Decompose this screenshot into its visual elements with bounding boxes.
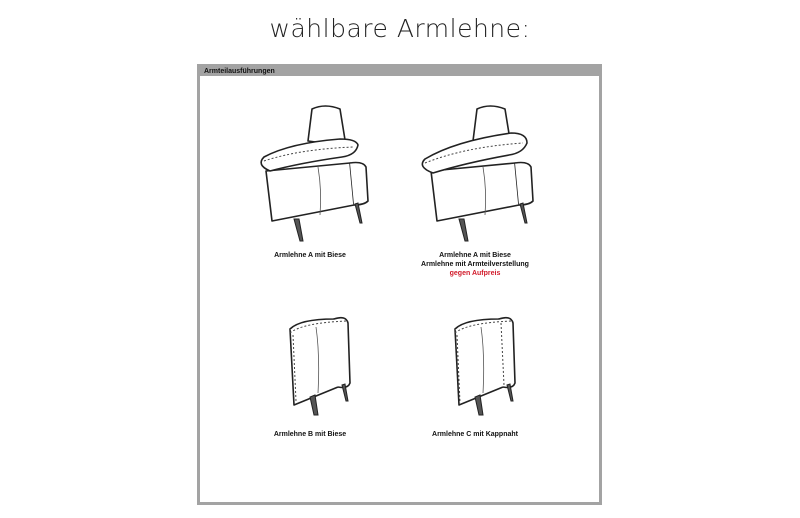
armrest-b-illustration bbox=[289, 316, 351, 416]
option-armrest-a: Armlehne A mit Biese bbox=[220, 101, 400, 260]
option-armrest-c: Armlehne C mit Kappnaht bbox=[385, 305, 565, 439]
option-caption: Armlehne A mit Biese bbox=[439, 252, 511, 259]
option-caption: Armlehne A mit Biese bbox=[274, 252, 346, 259]
armrest-a-illustration bbox=[260, 105, 369, 242]
panel-header: Armteilausführungen bbox=[200, 67, 599, 76]
option-caption-secondary: Armlehne mit Armteilverstellung bbox=[421, 261, 529, 268]
armrest-options-panel: Armteilausführungen Armlehne A mit Biese bbox=[197, 64, 602, 505]
armrest-c-illustration bbox=[454, 316, 516, 416]
option-armrest-a-adjustable: Armlehne A mit Biese Armlehne mit Armtei… bbox=[385, 101, 565, 278]
option-armrest-b: Armlehne B mit Biese bbox=[220, 305, 400, 439]
option-caption: Armlehne B mit Biese bbox=[273, 431, 347, 438]
armrest-a-adjustable-illustration bbox=[421, 105, 534, 242]
surcharge-note: gegen Aufpreis bbox=[449, 270, 501, 277]
page-title: wählbare Armlehne: bbox=[269, 14, 531, 43]
option-caption: Armlehne C mit Kappnaht bbox=[432, 431, 518, 438]
